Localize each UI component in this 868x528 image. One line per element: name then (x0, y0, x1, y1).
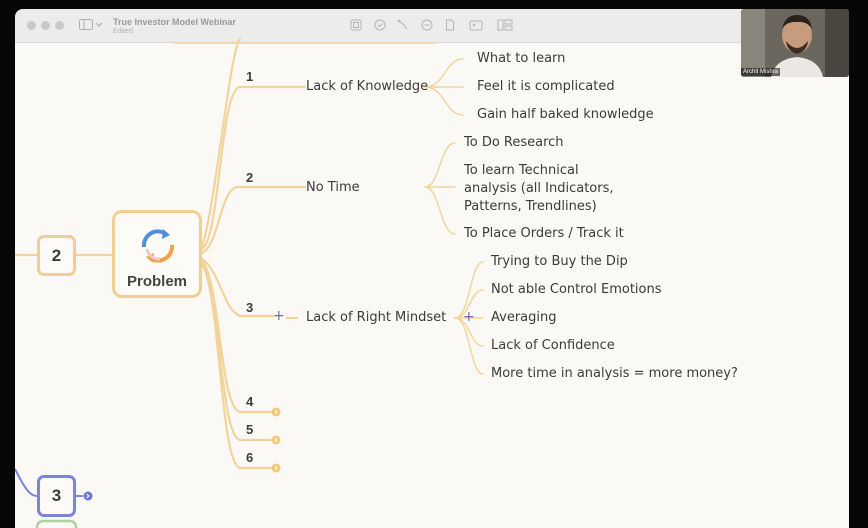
sibling-topic-3[interactable]: 3 (37, 475, 76, 517)
undo-icon[interactable] (421, 19, 433, 31)
clock-icon[interactable] (374, 19, 386, 31)
topic-no-time[interactable]: No Time (306, 180, 360, 195)
minimize-window-button[interactable] (41, 21, 50, 30)
collapse-marker (83, 491, 93, 501)
subtopic-averaging[interactable]: Averaging (491, 310, 557, 325)
branch-number-4[interactable]: 4 (246, 394, 254, 409)
document-icon[interactable] (444, 19, 456, 31)
image-icon[interactable] (469, 19, 483, 31)
branch-number-2[interactable]: 2 (246, 170, 254, 185)
chevron-down-icon[interactable] (95, 19, 103, 31)
subtopic-buy-the-dip[interactable]: Trying to Buy the Dip (491, 254, 628, 269)
branch-number-5[interactable]: 5 (246, 422, 254, 437)
relation-icon[interactable] (397, 19, 409, 31)
branch-number-6[interactable]: 6 (246, 450, 254, 465)
refresh-cycle-icon (141, 229, 175, 263)
mindmap-connectors (15, 37, 484, 528)
webcam-video: Archit Mishra (741, 9, 849, 77)
close-window-button[interactable] (27, 21, 36, 30)
topic-lack-of-knowledge[interactable]: Lack of Knowledge (306, 79, 429, 94)
document-title: True Investor Model Webinar (113, 17, 236, 27)
document-status: Edited (113, 28, 133, 35)
subtopic-feel-complicated[interactable]: Feel it is complicated (477, 79, 615, 94)
subtopic-half-baked-knowledge[interactable]: Gain half baked knowledge (477, 107, 654, 122)
format-icon[interactable] (350, 19, 362, 31)
central-topic-problem[interactable]: Problem (112, 210, 202, 298)
sidebar-icon[interactable] (79, 19, 93, 31)
parent-topic-2[interactable]: 2 (37, 235, 76, 276)
add-subtopic-icon[interactable]: + (463, 309, 475, 325)
subtopic-control-emotions[interactable]: Not able Control Emotions (491, 282, 662, 297)
connector-dash (286, 317, 298, 319)
subtopic-what-to-learn[interactable]: What to learn (477, 51, 566, 66)
subtopic-place-orders[interactable]: To Place Orders / Track it (464, 226, 624, 241)
topic-lack-of-right-mindset[interactable]: Lack of Right Mindset (306, 310, 447, 325)
branch-number-1[interactable]: 1 (246, 69, 254, 84)
subtopic-technical-analysis[interactable]: To learn Technical analysis (all Indicat… (464, 163, 614, 214)
subtopic-more-time-analysis[interactable]: More time in analysis = more money? (491, 366, 738, 381)
layout-icon[interactable] (497, 19, 513, 31)
central-topic-label: Problem (126, 273, 187, 290)
presenter-video-frame (741, 9, 849, 77)
add-topic-icon[interactable]: + (273, 308, 285, 324)
app-window: True Investor Model Webinar Edited (15, 9, 849, 528)
branch-number-3[interactable]: 3 (246, 300, 254, 315)
subtopic-lack-of-confidence[interactable]: Lack of Confidence (491, 338, 615, 353)
zoom-window-button[interactable] (55, 21, 64, 30)
subtopic-to-do-research[interactable]: To Do Research (464, 135, 564, 150)
participant-name: Archit Mishra (741, 68, 781, 76)
